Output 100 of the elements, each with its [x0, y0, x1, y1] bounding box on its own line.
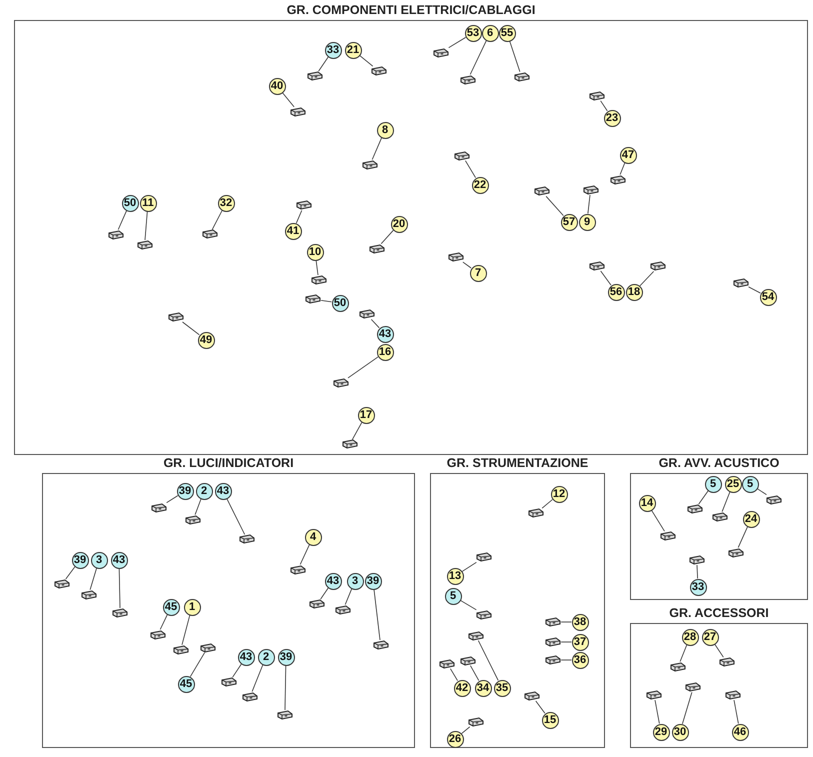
leader-line [509, 40, 520, 72]
callout-number: 26 [446, 730, 464, 748]
leader-line [190, 652, 205, 678]
section-heading: GR. LUCI/INDICATORI [161, 456, 296, 470]
part-drawing [687, 504, 704, 514]
part-drawing [342, 439, 358, 450]
callout-number: 8 [376, 122, 394, 138]
callout-number: 41 [284, 222, 302, 240]
leader-line [600, 270, 612, 286]
callout-number: 45 [162, 598, 180, 616]
part-drawing [460, 74, 476, 84]
callout-number: 36 [572, 652, 588, 668]
part-drawing [362, 160, 378, 170]
callout-number: 28 [682, 628, 698, 646]
part-drawing [448, 252, 464, 262]
leader-line [620, 162, 626, 175]
callout-number: 39 [72, 552, 88, 568]
leader-line [226, 498, 246, 535]
callout-number: 2 [258, 648, 274, 666]
callout-number: 5 [704, 476, 722, 492]
part-drawing [476, 610, 492, 620]
part-drawing [589, 90, 606, 101]
callout-number: 40 [268, 78, 286, 94]
callout-number: 9 [578, 214, 596, 230]
leader-line [546, 196, 564, 216]
part-drawing [712, 512, 728, 522]
part-drawing [460, 656, 476, 666]
callout-number: 47 [620, 146, 636, 164]
callout-number: 25 [724, 476, 742, 492]
part-drawing [221, 677, 238, 688]
part-drawing [309, 599, 326, 610]
leader-line [282, 92, 294, 108]
part-drawing [545, 617, 561, 627]
leader-line [680, 644, 688, 662]
part-drawing [766, 494, 782, 505]
part-drawing [670, 662, 686, 672]
callout-number: 38 [572, 614, 588, 630]
part-drawing [136, 240, 153, 250]
leader-line [748, 286, 761, 294]
callout-number: 3 [90, 552, 108, 568]
part-drawing [589, 260, 606, 271]
section-heading: GR. COMPONENTI ELETTRICI/CABLAGGI [284, 3, 538, 17]
leader-line [118, 210, 127, 230]
callout-number: 33 [324, 42, 342, 58]
leader-line [714, 644, 724, 658]
leader-line [460, 600, 477, 610]
part-drawing [528, 508, 544, 518]
leader-line [756, 488, 767, 496]
part-drawing [534, 186, 550, 196]
part-drawing [728, 548, 744, 558]
part-drawing [685, 682, 702, 692]
part-drawing [545, 655, 561, 665]
leader-line [182, 322, 200, 336]
leader-line [359, 55, 374, 67]
leader-line [194, 498, 202, 516]
part-drawing [432, 48, 449, 58]
part-drawing [108, 230, 124, 240]
callout-number: 18 [626, 284, 642, 300]
leader-line [344, 588, 352, 605]
callout-number: 33 [690, 578, 706, 596]
leader-line [462, 562, 477, 572]
callout-number: 5 [444, 588, 462, 604]
leader-line [640, 271, 654, 286]
leader-line [698, 490, 708, 504]
part-drawing [454, 150, 470, 161]
part-drawing [332, 378, 349, 388]
callout-number: 53 [464, 24, 482, 42]
part-drawing [239, 534, 256, 544]
leader-line [118, 568, 120, 608]
callout-number: 6 [482, 24, 498, 42]
leader-line [318, 56, 329, 72]
leader-line [651, 510, 665, 532]
part-drawing [80, 590, 97, 600]
part-drawing [718, 657, 735, 668]
callout-number: 3 [346, 572, 364, 590]
callout-number: 55 [498, 24, 516, 42]
leader-line [461, 726, 470, 734]
leader-line [465, 160, 476, 178]
callout-number: 43 [238, 648, 254, 666]
callout-number: 50 [122, 194, 138, 212]
leader-line [682, 692, 692, 724]
callout-number: 10 [306, 244, 324, 260]
part-drawing [439, 658, 456, 669]
leader-line [696, 564, 698, 579]
part-drawing [468, 716, 484, 727]
leader-line [738, 526, 748, 548]
leader-line [212, 210, 222, 230]
leader-line [654, 700, 660, 724]
callout-number: 7 [470, 264, 486, 282]
part-drawing [150, 502, 167, 513]
callout-number: 49 [198, 332, 214, 348]
callout-number: 5 [742, 476, 758, 492]
leader-line [166, 495, 178, 504]
part-drawing [54, 579, 70, 589]
leader-line [722, 492, 730, 512]
part-drawing [370, 66, 387, 76]
part-drawing [372, 640, 389, 650]
part-drawing [150, 630, 166, 640]
callout-number: 54 [760, 288, 776, 306]
part-drawing [335, 604, 352, 615]
